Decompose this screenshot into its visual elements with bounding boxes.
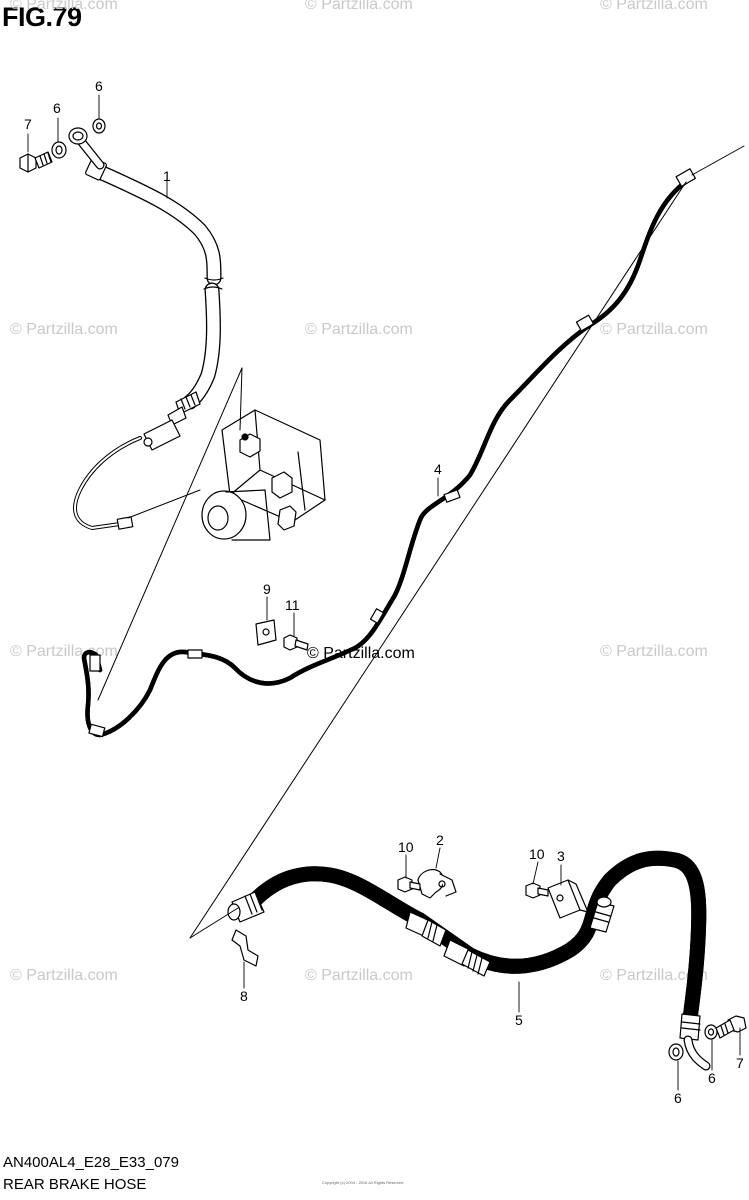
callout-washer: 6 [95,78,103,94]
washer-lower-1[interactable] [668,1043,684,1061]
figure-name: REAR BRAKE HOSE [3,1176,147,1193]
callout-hose: 5 [515,1012,523,1028]
callout-bolt: 11 [285,597,300,613]
watermark: © Partzilla.com [600,321,708,338]
watermark: © Partzilla.com [305,967,413,984]
abs-modulator[interactable] [201,409,326,541]
watermark: © Partzilla.com [600,967,708,984]
watermark: © Partzilla.com [600,643,708,660]
figure-code: AN400AL4_E28_E33_079 [3,1154,179,1171]
brake-hose-lower[interactable] [227,858,711,1071]
callout-washer: 6 [708,1070,716,1086]
watermark: © Partzilla.com [10,967,118,984]
figure-title: FIG.79 [2,2,82,32]
banjo-bolt-lower[interactable] [715,1015,747,1039]
callout-hose: 1 [163,168,171,184]
callout-pipe: 4 [434,461,442,477]
washer-upper-1[interactable] [51,141,67,159]
hose-bracket[interactable] [547,879,589,919]
clamp-bolt-left[interactable] [397,876,421,893]
watermark: © Partzilla.com [600,0,708,13]
reference-lines [97,145,745,939]
leader-lines [27,94,741,1091]
banjo-bolt-upper[interactable] [19,151,53,173]
callout-bolt: 7 [24,116,32,132]
watermark: © Partzilla.com [10,321,118,338]
pipe-junction-block[interactable] [73,419,181,530]
callout-bracket: 3 [557,848,565,864]
copyright-note: Copyright (c) 2004 - 2016 All Rights Res… [322,1180,404,1185]
hose-clip[interactable] [231,929,259,967]
brake-pipe[interactable] [81,168,697,738]
callout-washer: 6 [53,100,61,116]
callout-washer: 6 [674,1090,682,1106]
callout-bolt: 10 [398,839,414,855]
callout-bolt: 7 [736,1055,744,1071]
clamp-bolt[interactable] [283,634,309,651]
washer-lower-2[interactable] [704,1024,718,1040]
callout-clamp: 2 [436,832,444,848]
hose-clamp[interactable] [417,868,457,899]
callout-bolt: 10 [529,846,545,862]
watermark: © Partzilla.com [305,321,413,338]
callout-clamp: 9 [263,581,271,597]
watermark: © Partzilla.com [305,0,413,13]
washer-upper-2[interactable] [92,118,106,134]
clamp-bolt-right[interactable] [525,882,549,899]
brake-hose-upper[interactable] [68,127,224,426]
callout-clip: 8 [240,988,248,1004]
watermark: © Partzilla.com [10,0,118,13]
pipe-clamp[interactable] [255,619,277,646]
